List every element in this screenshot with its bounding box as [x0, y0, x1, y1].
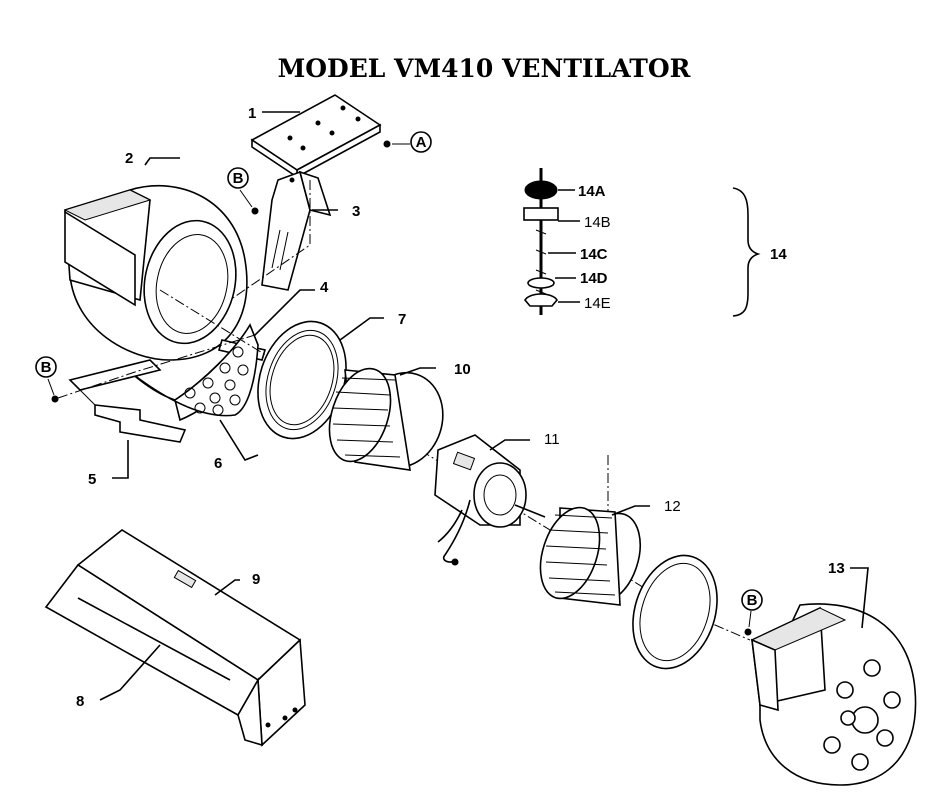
group-14-brace [732, 187, 761, 317]
callout-14d: 14D [580, 270, 608, 287]
leader-11 [489, 439, 530, 451]
callout-12: 12 [664, 498, 681, 515]
centerline-left [57, 334, 256, 399]
leader-10 [399, 367, 436, 376]
centerline-bracket [229, 180, 311, 301]
part-14a-knob [524, 180, 558, 200]
callout-14: 14 [770, 246, 787, 263]
leader-5 [112, 440, 129, 479]
diagram-title: MODEL VM410 VENTILATOR [278, 54, 691, 83]
part-13-blower-housing [750, 603, 917, 786]
fastener-a-label: A [416, 134, 427, 151]
part-8-9-base-pan [44, 529, 306, 747]
callout-11: 11 [544, 431, 560, 448]
part-14d-washer [527, 277, 555, 289]
leader-8 [99, 644, 161, 701]
part-11-motor [434, 434, 546, 566]
part-14e-wing-nut [524, 293, 558, 307]
leader-4 [249, 289, 315, 341]
part-1-mounting-plate [250, 94, 382, 179]
part-6-perforated-panel [129, 323, 259, 422]
leader-9 [214, 579, 240, 596]
callout-14c: 14C [580, 246, 608, 263]
fastener-b-top-label: B [233, 170, 244, 187]
leader-12 [611, 505, 650, 516]
callout-14a: 14A [578, 183, 606, 200]
fastener-a: A [383, 131, 432, 153]
part-5-base-bracket [68, 359, 187, 443]
part-10-blower-wheel [328, 367, 444, 471]
callout-4: 4 [320, 279, 329, 296]
fastener-b-left-label: B [41, 359, 52, 376]
callout-9: 9 [252, 571, 260, 588]
fastener-b-right: B [741, 589, 763, 636]
callout-8: 8 [76, 693, 84, 710]
callout-14b: 14B [584, 214, 611, 231]
fastener-b-left: B [35, 356, 59, 403]
callout-10: 10 [454, 361, 471, 378]
callout-2: 2 [125, 150, 133, 167]
part-2-blower-housing [63, 185, 248, 361]
part-14b-bracket [523, 207, 559, 221]
callout-5: 5 [88, 471, 96, 488]
leader-13 [850, 567, 869, 629]
callout-7: 7 [398, 311, 406, 328]
fastener-b-top: B [227, 167, 259, 215]
part-3-bracket [261, 170, 332, 291]
part-14-damper-rod [523, 168, 559, 315]
leader-6 [219, 419, 259, 461]
leader-2 [144, 157, 180, 166]
callout-13: 13 [828, 560, 845, 577]
part-12-blower-wheel [539, 506, 641, 606]
callout-6: 6 [214, 455, 222, 472]
callout-3: 3 [352, 203, 360, 220]
callout-1: 1 [248, 105, 256, 122]
right-ring-plate [632, 554, 718, 670]
leader-7 [339, 317, 384, 341]
part-7-ring-plate [257, 320, 347, 440]
fastener-b-right-label: B [747, 592, 758, 609]
callout-14e: 14E [584, 295, 611, 312]
